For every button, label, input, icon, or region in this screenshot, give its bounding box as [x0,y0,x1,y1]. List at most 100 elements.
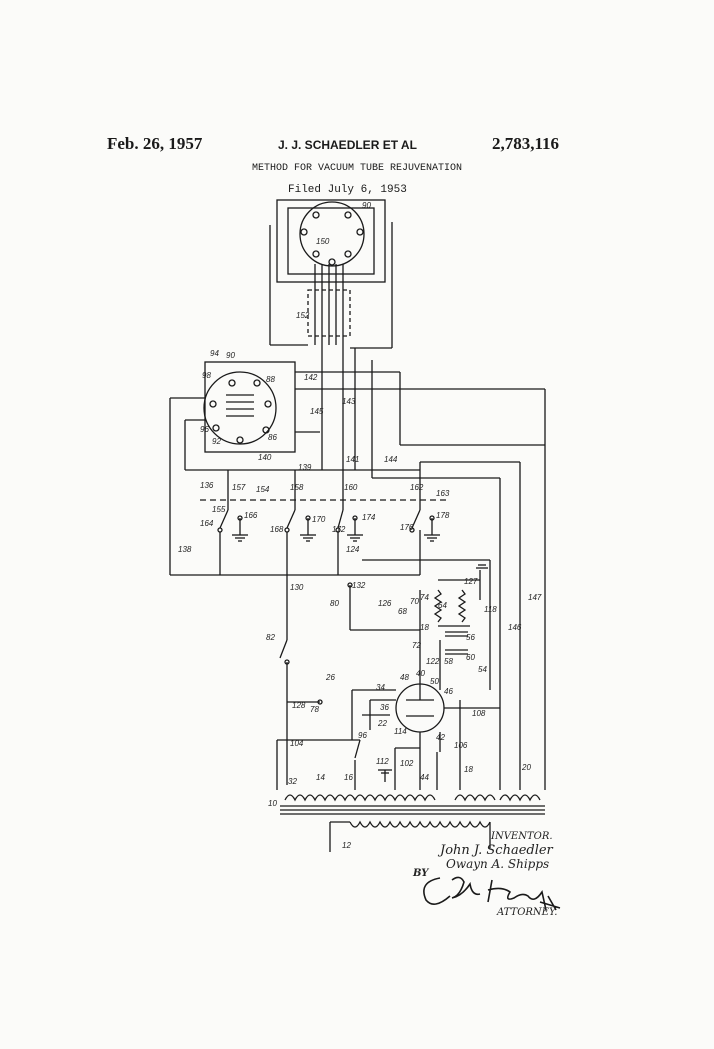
label-36: 36 [380,703,389,712]
label-68: 68 [398,607,407,616]
label-118: 118 [484,605,497,614]
label-106: 106 [454,741,468,750]
label-158: 158 [290,483,304,492]
label-164: 164 [200,519,214,528]
label-166: 166 [244,511,258,520]
label-147: 147 [528,593,542,602]
label-10: 10 [268,799,277,808]
label-104: 104 [290,739,304,748]
label-40: 40 [416,669,425,678]
label-114: 114 [394,727,407,736]
label-108: 108 [472,709,486,718]
label-42: 42 [436,733,445,742]
label-22: 22 [377,719,387,728]
label-64: 64 [438,601,447,610]
inventors-header: J. J. SCHAEDLER ET AL [278,138,417,152]
label-16: 16 [344,773,353,782]
label-44: 44 [420,773,429,782]
label-143: 143 [342,397,356,406]
label-78: 78 [310,705,319,714]
label-155: 155 [212,505,226,514]
label-80: 80 [330,599,339,608]
label-163: 163 [436,489,450,498]
label-127: 127 [464,577,478,586]
label-18a: 18 [420,623,429,632]
label-144: 144 [384,455,398,464]
label-14: 14 [316,773,325,782]
label-152: 152 [296,311,310,320]
inventor-label: INVENTOR. [491,831,553,842]
label-138: 138 [178,545,192,554]
label-162: 162 [410,483,424,492]
inventor-name-2: Owayn A. Shipps [446,857,550,871]
resistor-network [347,564,488,700]
label-102: 102 [400,759,414,768]
label-139: 139 [298,463,312,472]
label-50: 50 [430,677,439,686]
label-112: 112 [376,757,389,766]
label-96b: 96 [358,731,367,740]
label-90: 90 [362,201,371,210]
label-94: 94 [210,349,219,358]
label-145: 145 [310,407,324,416]
label-58: 58 [444,657,453,666]
label-128: 128 [292,701,306,710]
label-72: 72 [412,641,421,650]
control-tube [351,683,500,790]
label-48: 48 [400,673,409,682]
label-20: 20 [521,763,531,772]
label-32: 32 [288,777,297,786]
label-176: 176 [400,523,414,532]
attorney-label: ATTORNEY. [497,907,558,918]
attorney-signature [423,876,561,911]
reference-labels: 90 150 152 94 90 88 98 142 145 143 96 92… [178,201,542,850]
label-96: 96 [200,425,209,434]
label-126: 126 [378,599,392,608]
label-168: 168 [270,525,284,534]
label-70: 70 [410,597,419,606]
label-18: 18 [464,765,473,774]
label-178: 178 [436,511,450,520]
label-157: 157 [232,483,246,492]
label-26: 26 [325,673,335,682]
label-34: 34 [376,683,385,692]
shielded-cable [269,222,393,349]
distribution-wiring [185,345,546,790]
label-160: 160 [344,483,358,492]
transformer [280,794,545,852]
lower-tube-socket [169,361,296,575]
patent-date: Feb. 26, 1957 [107,134,203,153]
label-56: 56 [466,633,475,642]
label-90b: 90 [226,351,235,360]
label-74: 74 [420,593,429,602]
patent-title: METHOD FOR VACUUM TUBE REJUVENATION [252,163,463,174]
label-86: 86 [268,433,277,442]
label-130: 130 [290,583,304,592]
label-122: 122 [426,657,440,666]
label-92: 92 [212,437,221,446]
label-140: 140 [258,453,272,462]
label-132: 132 [352,581,366,590]
filed-date: Filed July 6, 1953 [288,184,407,196]
lower-wiring [276,639,438,790]
label-172: 172 [332,525,346,534]
label-150: 150 [316,237,330,246]
by-label: BY [413,868,429,879]
label-46: 46 [444,687,453,696]
label-136: 136 [200,481,214,490]
label-82: 82 [266,633,275,642]
label-146: 146 [508,623,522,632]
label-174: 174 [362,513,376,522]
label-88: 88 [266,375,275,384]
label-154: 154 [256,485,270,494]
label-142: 142 [304,373,318,382]
patent-number: 2,783,116 [492,134,560,153]
label-54: 54 [478,665,487,674]
selector-switches [170,509,491,690]
inventor-name-1: John J. Schaedler [440,843,553,858]
label-12: 12 [342,841,351,850]
label-60: 60 [466,653,475,662]
label-170: 170 [312,515,326,524]
